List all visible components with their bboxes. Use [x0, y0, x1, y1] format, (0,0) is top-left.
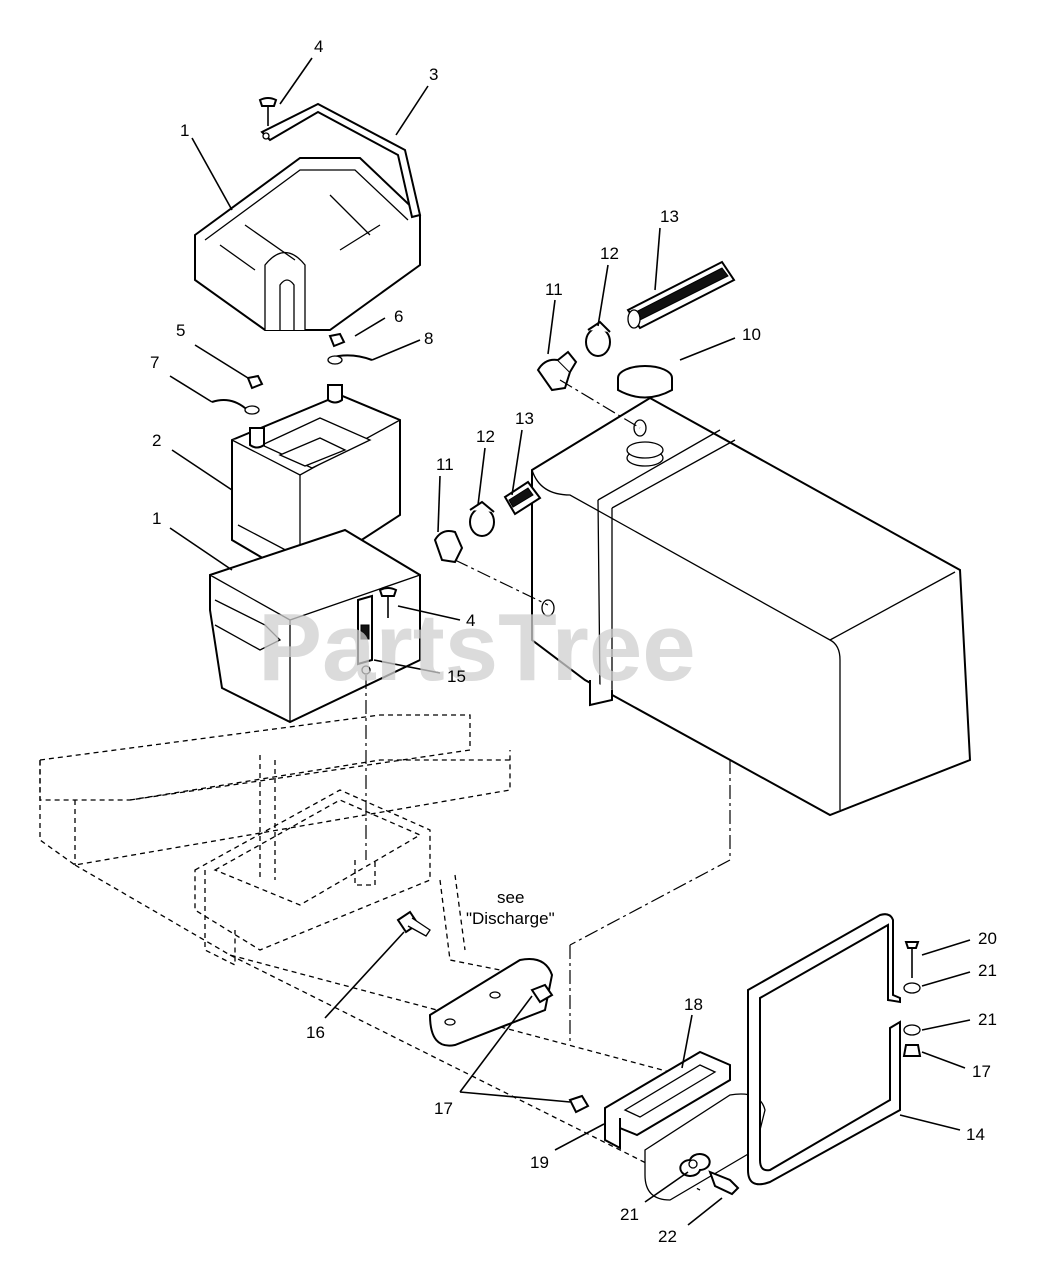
callout-label: 12: [600, 244, 619, 263]
bolt-16: [396, 910, 431, 937]
callout-label: 4: [466, 611, 475, 630]
callout-label: 5: [176, 321, 185, 340]
callout-label: 17: [972, 1062, 991, 1081]
callout-label: 8: [424, 329, 433, 348]
callout-label: 14: [966, 1125, 985, 1144]
callout-label: 17: [434, 1099, 453, 1118]
callout-label: 2: [152, 431, 161, 450]
hose-clamp-upper: [585, 320, 611, 357]
callout-label: 22: [658, 1227, 677, 1246]
battery-cables: [211, 332, 373, 415]
strap-bolt: [258, 97, 278, 126]
see-note-line2: "Discharge": [466, 909, 555, 928]
mounting-plate: [428, 958, 554, 1047]
center-lines: [365, 379, 731, 1045]
callout-label: 6: [394, 307, 403, 326]
fuel-hose-upper: [626, 260, 736, 330]
callout-label: 15: [447, 667, 466, 686]
callout-label: 12: [476, 427, 495, 446]
fuel-hose-lower: [503, 480, 542, 516]
fuel-tank: [531, 396, 972, 817]
callout-label: 3: [429, 65, 438, 84]
battery-cover-top: [194, 157, 421, 331]
hold-down-strap: [260, 102, 422, 219]
callout-label: 19: [530, 1153, 549, 1172]
support-bracket: [604, 1050, 766, 1201]
callout-label: 16: [306, 1023, 325, 1042]
bolt-22: [708, 1170, 740, 1196]
fuel-cap: [617, 365, 673, 399]
tank-strap: [747, 913, 901, 1186]
fuel-fitting-upper: [536, 350, 578, 392]
callout-label: 21: [620, 1205, 639, 1224]
callout-label: 13: [660, 207, 679, 226]
callout-label: 21: [978, 1010, 997, 1029]
nut-17-upper: [530, 983, 554, 1004]
callout-label: 1: [180, 121, 189, 140]
callout-label: 18: [684, 995, 703, 1014]
callout-label: 20: [978, 929, 997, 948]
watermark: PartsTree: [258, 594, 696, 701]
callout-label: 11: [436, 455, 454, 474]
callout-label: 11: [545, 280, 563, 299]
nut-17-lower: [568, 1094, 590, 1114]
leader-lines: [169, 57, 971, 1226]
see-note-line1: see: [497, 888, 524, 907]
strap-hardware: [902, 941, 922, 1057]
hose-clamp-lower: [469, 500, 495, 537]
fuel-fitting-lower: [433, 530, 464, 564]
battery: [231, 384, 401, 582]
callout-label: 7: [150, 353, 159, 372]
callout-label: 13: [515, 409, 534, 428]
callout-label: 10: [742, 325, 761, 344]
callout-label: 1: [152, 509, 161, 528]
callout-labels: 4 3 1 13 12 11 6 5 8 10 7 2 13 12 11 1 4…: [150, 37, 997, 1246]
callout-label: 21: [978, 961, 997, 980]
battery-box-bracket: [357, 587, 398, 675]
callout-label: 4: [314, 37, 323, 56]
frame-rails: [39, 714, 701, 1191]
